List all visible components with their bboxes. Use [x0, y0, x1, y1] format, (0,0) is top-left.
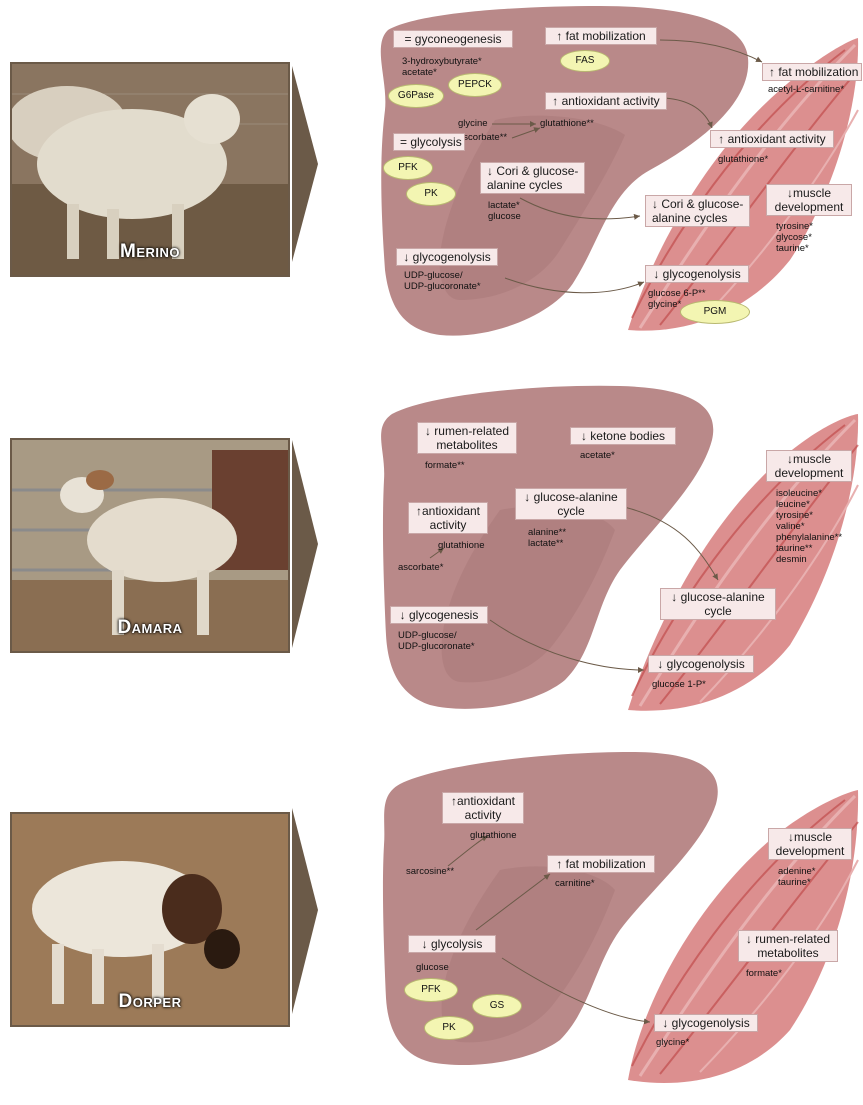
liver-box-cori-cycles: ↓ Cori & glucose- alanine cycles — [480, 162, 585, 194]
liver-text-acetate: acetate* — [580, 450, 615, 461]
enzyme-pfk-dorper: PFK — [404, 978, 458, 1002]
breed-label-merino: Merino — [12, 241, 288, 263]
muscle-box-glycogenolysis-dorper: ↓ glycogenolysis — [654, 1014, 758, 1032]
chevron-arrow-dorper — [292, 808, 318, 1014]
muscle-text-glucose1p: glucose 1-P* — [652, 679, 706, 690]
liver-text-ascorbate-damara: ascorbate* — [398, 562, 443, 573]
liver-box-ketone-bodies: ↓ ketone bodies — [570, 427, 676, 445]
muscle-box-cori-cycles: ↓ Cori & glucose- alanine cycles — [645, 195, 750, 227]
liver-box-glycogenolysis: ↓ glycogenolysis — [396, 248, 498, 266]
liver-box-glycolysis-dorper: ↓ glycolysis — [408, 935, 496, 953]
enzyme-pgm: PGM — [680, 300, 750, 324]
enzyme-pk-dorper: PK — [424, 1016, 474, 1040]
enzyme-gs: GS — [472, 994, 522, 1018]
photo-merino: Merino — [10, 62, 290, 277]
muscle-text-glutathione: glutathione* — [718, 154, 768, 165]
muscle-text-tyrosine: tyrosine* glycose* taurine* — [776, 221, 813, 254]
muscle-box-fat-mobilization: ↑ fat mobilization — [762, 63, 862, 81]
muscle-text-adenine: adenine* taurine* — [778, 866, 816, 888]
muscle-box-rumen-metabolites: ↓ rumen-related metabolites — [738, 930, 838, 962]
photo-damara: Damara — [10, 438, 290, 653]
liver-box-gluconeogenesis: = gyconeogenesis — [393, 30, 513, 48]
enzyme-fas: FAS — [560, 50, 610, 72]
liver-text-glutathione-damara: glutathione — [438, 540, 484, 551]
muscle-box-antioxidant: ↑ antioxidant activity — [710, 130, 834, 148]
liver-text-udp-glucose: UDP-glucose/ UDP-glucoronate* — [404, 270, 481, 292]
liver-text-glutathione: glutathione** — [540, 118, 594, 129]
chevron-arrow-merino — [292, 66, 318, 262]
photo-dorper: Dorper — [10, 812, 290, 1027]
liver-text-carnitine: carnitine* — [555, 878, 595, 889]
liver-box-antioxidant-dorper: ↑antioxidant activity — [442, 792, 524, 824]
liver-box-fat-mobilization: ↑ fat mobilization — [545, 27, 657, 45]
liver-box-glycolysis: = glycolysis — [393, 133, 465, 151]
chevron-arrow-damara — [292, 440, 318, 648]
muscle-text-formate: formate* — [746, 968, 782, 979]
liver-text-udp-glucose-damara: UDP-glucose/ UDP-glucoronate* — [398, 630, 475, 652]
liver-text-ascorbate: ascorbate** — [458, 132, 507, 143]
muscle-box-glycogenolysis-damara: ↓ glycogenolysis — [648, 655, 754, 673]
liver-text-alanine-lactate: alanine** lactate** — [528, 527, 566, 549]
liver-text-glutathione-dorper: glutathione — [470, 830, 516, 841]
liver-text-lactate-glucose: lactate* glucose — [488, 200, 521, 222]
muscle-box-development-dorper: ↓muscle development — [768, 828, 852, 860]
muscle-text-amino-acids: isoleucine* leucine* tyrosine* valine* p… — [776, 488, 842, 565]
breed-label-damara: Damara — [12, 617, 288, 639]
enzyme-pk: PK — [406, 182, 456, 206]
muscle-text-glycine-dorper: glycine* — [656, 1037, 689, 1048]
liver-text-formate: formate** — [425, 460, 465, 471]
muscle-box-glycogenolysis: ↓ glycogenolysis — [645, 265, 749, 283]
liver-box-antioxidant-damara: ↑antioxidant activity — [408, 502, 488, 534]
liver-box-fat-mobilization-dorper: ↑ fat mobilization — [547, 855, 655, 873]
muscle-box-glucose-alanine: ↓ glucose-alanine cycle — [660, 588, 776, 620]
liver-box-glycogenesis: ↓ glycogenesis — [390, 606, 488, 624]
enzyme-pfk: PFK — [383, 156, 433, 180]
liver-box-rumen-metabolites: ↓ rumen-related metabolites — [417, 422, 517, 454]
muscle-box-development: ↓muscle development — [766, 184, 852, 216]
liver-text-glucose-dorper: glucose — [416, 962, 449, 973]
muscle-box-development-damara: ↓muscle development — [766, 450, 852, 482]
liver-box-antioxidant: ↑ antioxidant activity — [545, 92, 667, 110]
enzyme-g6pase: G6Pase — [388, 84, 444, 108]
panel-damara: Damara ↓ rumen-related metabolites forma… — [0, 380, 863, 745]
liver-text-glycine: glycine — [458, 118, 488, 129]
liver-box-glucose-alanine: ↓ glucose-alanine cycle — [515, 488, 627, 520]
liver-text-sarcosine: sarcosine** — [406, 866, 454, 877]
panel-merino: Merino = gyconeogenesis 3-hydroxybutyrat… — [0, 0, 863, 365]
muscle-text-acetyl-carnitine: acetyl-L-carnitine* — [768, 84, 844, 95]
breed-label-dorper: Dorper — [12, 991, 288, 1013]
enzyme-pepck: PEPCK — [448, 73, 502, 97]
panel-dorper: Dorper ↑antioxidant activity glutathione… — [0, 740, 863, 1105]
